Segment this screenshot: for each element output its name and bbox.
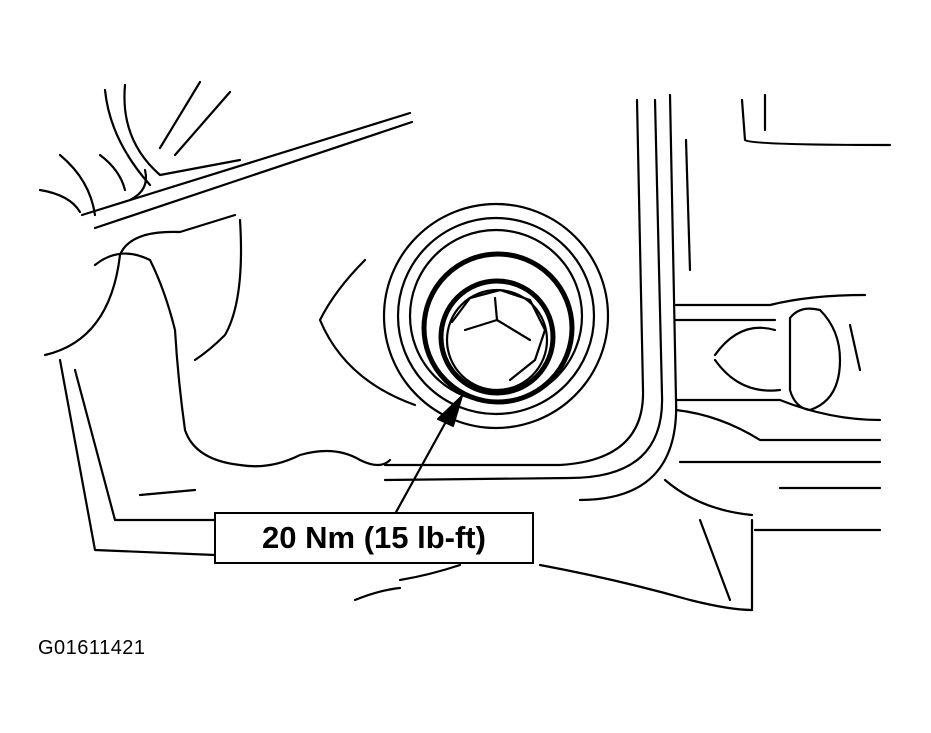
oil-pan-left-wall (43, 213, 402, 602)
drain-plug (421, 251, 575, 405)
drain-plug-boss (318, 202, 610, 430)
oil-pan-flange (383, 93, 754, 612)
callout-leader-arrow (393, 395, 463, 516)
right-side-components (674, 93, 892, 532)
figure-id-label: G01611421 (38, 637, 146, 659)
torque-spec-label: 20 Nm (15 lb-ft) (262, 520, 486, 555)
torque-callout-box: 20 Nm (15 lb-ft) (214, 512, 534, 564)
engine-block-outline (38, 80, 414, 230)
